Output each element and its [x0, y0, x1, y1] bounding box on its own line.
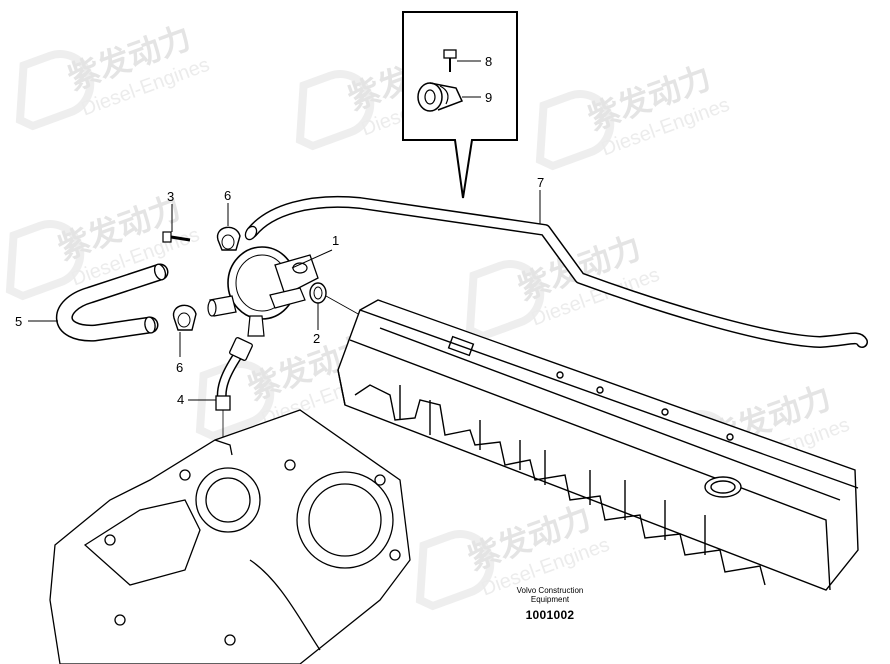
callout-5: 5 — [15, 314, 22, 329]
timing-gear-housing — [49, 409, 411, 664]
callouts: 1 2 3 4 5 6 6 7 8 9 — [15, 54, 544, 407]
callout-4: 4 — [177, 392, 184, 407]
callout-2: 2 — [313, 331, 320, 346]
watermark-logo-icon — [465, 260, 545, 341]
callout-3: 3 — [167, 189, 174, 204]
bolt-icon — [443, 49, 457, 72]
oil-separator — [207, 246, 319, 337]
watermark-logo-icon — [295, 70, 375, 151]
callout-8: 8 — [485, 54, 492, 69]
callout-7: 7 — [537, 175, 544, 190]
o-ring — [309, 282, 327, 304]
callout-6-lower: 6 — [176, 360, 183, 375]
watermark-logo-icon — [5, 220, 85, 301]
caption-company: Volvo Construction — [516, 586, 584, 595]
drawing-caption: Volvo Construction Equipment 1001002 — [500, 586, 600, 622]
callout-1: 1 — [332, 233, 339, 248]
callout-9: 9 — [485, 90, 492, 105]
elbow-pipe — [215, 337, 253, 438]
breather-hose-long — [244, 195, 868, 348]
watermark-logo-icon — [15, 50, 95, 131]
detail-inset — [402, 11, 518, 199]
hose-clamp-upper — [216, 226, 241, 251]
hose-clamp-lower — [172, 304, 197, 331]
valve-cover — [337, 299, 859, 591]
clamp-icon — [417, 82, 464, 112]
screw-icon — [162, 231, 191, 243]
watermark-logo-icon — [415, 530, 495, 611]
breather-hose-u — [55, 263, 169, 342]
caption-company-sub: Equipment — [530, 595, 570, 604]
watermark-logo-icon — [535, 90, 615, 171]
callout-6-upper: 6 — [224, 188, 231, 203]
drawing-number: 1001002 — [525, 608, 575, 622]
